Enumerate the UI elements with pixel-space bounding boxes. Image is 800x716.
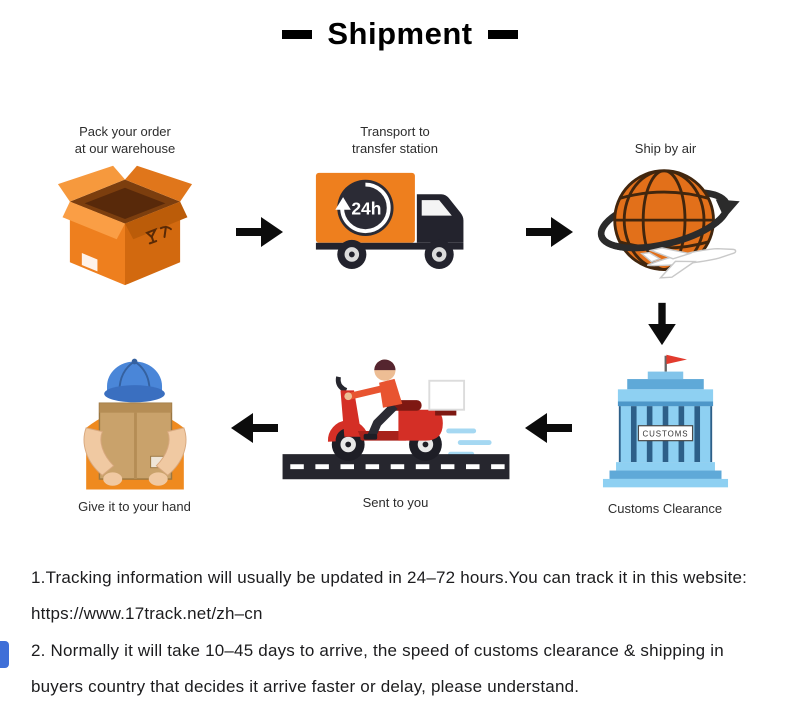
title-bar: Shipment bbox=[0, 16, 800, 52]
left-edge-blue-decoration bbox=[0, 641, 9, 668]
step-transport-label: Transport to transfer station bbox=[352, 124, 438, 157]
step-customs-clearance: CUSTOMS Customs Clearance bbox=[580, 352, 750, 518]
truck-clock-text: 24h bbox=[351, 199, 381, 219]
step-give-to-hand-label: Give it to your hand bbox=[78, 499, 191, 514]
open-box-icon bbox=[57, 165, 193, 286]
step-transport: Transport to transfer station 24h bbox=[300, 122, 490, 275]
tracking-url-text: https://www.17track.net/zh–cn bbox=[31, 604, 263, 624]
arrow-right-icon bbox=[236, 217, 283, 247]
page-title: Shipment bbox=[327, 16, 473, 51]
shipping-notes: 1.Tracking information will usually be u… bbox=[31, 567, 779, 713]
step-sent-to-you: Sent to you bbox=[278, 346, 513, 512]
arrow-left-icon bbox=[231, 413, 278, 443]
arrow-right-icon bbox=[526, 217, 573, 247]
arrow-left-icon bbox=[525, 413, 572, 443]
step-pack-order-label: Pack your order at our warehouse bbox=[74, 124, 176, 157]
note-delivery-time: 2. Normally it will take 10–45 days to a… bbox=[31, 640, 724, 660]
customs-sign-text: CUSTOMS bbox=[642, 429, 688, 438]
delivery-scooter-icon bbox=[282, 359, 509, 480]
note-tracking-info: 1.Tracking information will usually be u… bbox=[31, 568, 748, 587]
customs-building-icon: CUSTOMS bbox=[602, 354, 728, 488]
person-holding-box-icon bbox=[83, 358, 186, 490]
title-left-decoration bbox=[282, 29, 313, 39]
step-sent-to-you-label: Sent to you bbox=[362, 495, 429, 510]
step-customs-clearance-label: Customs Clearance bbox=[607, 501, 723, 516]
title-right-decoration bbox=[487, 29, 518, 39]
globe-airplane-icon bbox=[597, 169, 740, 279]
step-ship-by-air: Ship by air bbox=[578, 122, 753, 301]
step-pack-order: Pack your order at our warehouse bbox=[40, 122, 210, 287]
step-ship-by-air-label: Ship by air bbox=[634, 141, 697, 157]
arrow-down-icon bbox=[648, 302, 676, 346]
truck-24h-icon: 24h bbox=[315, 172, 463, 269]
note-delivery-time-continued: buyers country that decides it arrive fa… bbox=[31, 677, 580, 697]
step-give-to-hand: Give it to your hand bbox=[52, 342, 217, 516]
